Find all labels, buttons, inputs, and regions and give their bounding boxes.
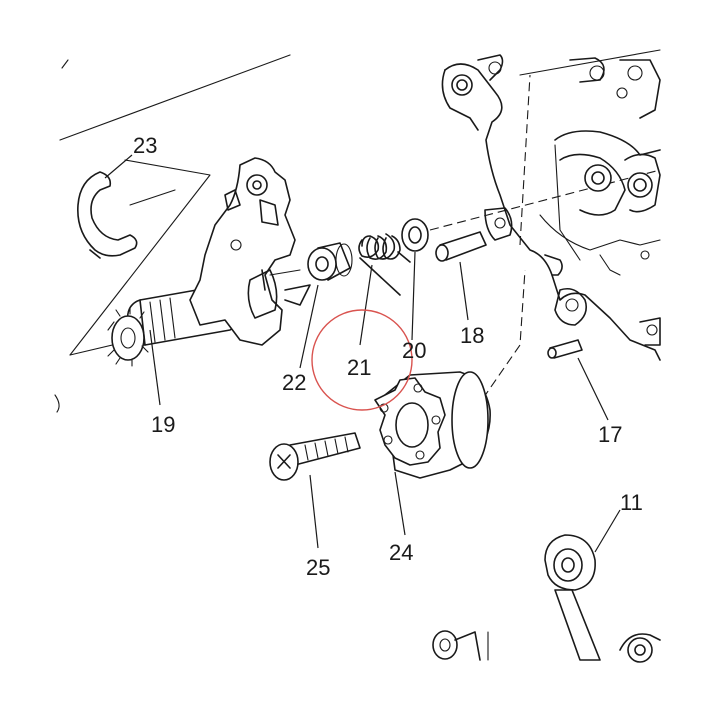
callout-labels: 23 22 21 20 19 18 17 25 24 11 <box>133 133 643 580</box>
callout-23: 23 <box>133 133 157 158</box>
callout-21: 21 <box>347 355 371 380</box>
part-21-spring <box>358 233 411 296</box>
housing-plate <box>441 54 661 361</box>
callout-20: 20 <box>402 338 426 363</box>
part-18-pin <box>435 231 487 262</box>
highlight-circle <box>311 309 413 411</box>
part-11-link-rod <box>544 534 661 663</box>
part-22-bushing <box>307 242 353 281</box>
callout-25: 25 <box>306 555 330 580</box>
callout-22: 22 <box>282 370 306 395</box>
part-25-screw <box>269 432 361 481</box>
callout-24: 24 <box>389 540 413 565</box>
part-23-clip <box>77 171 138 259</box>
part-20-washer <box>401 218 429 252</box>
leader-lines <box>104 154 621 553</box>
part-24-gear-wheel <box>374 371 491 479</box>
callout-18: 18 <box>460 323 484 348</box>
callout-17: 17 <box>598 422 622 447</box>
part-17-pin <box>547 339 583 359</box>
callout-11: 11 <box>620 490 643 515</box>
callout-19: 19 <box>151 412 175 437</box>
shift-lever <box>189 157 311 346</box>
bottom-bolt <box>432 630 489 661</box>
